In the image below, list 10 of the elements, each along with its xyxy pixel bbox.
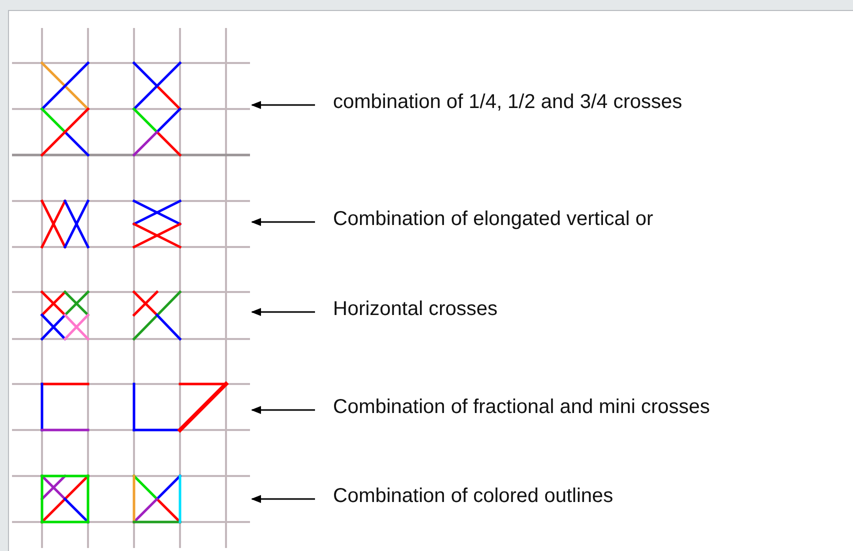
arrow	[251, 308, 315, 316]
arrow	[251, 495, 315, 503]
callout-text: Horizontal crosses	[333, 297, 498, 321]
arrow	[251, 101, 315, 109]
callout-text: combination of 1/4, 1/2 and 3/4 crosses	[333, 90, 682, 114]
callout-text: Combination of elongated vertical or	[333, 207, 654, 231]
arrow	[251, 218, 315, 226]
callout-text: Combination of colored outlines	[333, 484, 614, 508]
callout-text: Combination of fractional and mini crosses	[333, 395, 710, 419]
arrow	[251, 406, 315, 414]
